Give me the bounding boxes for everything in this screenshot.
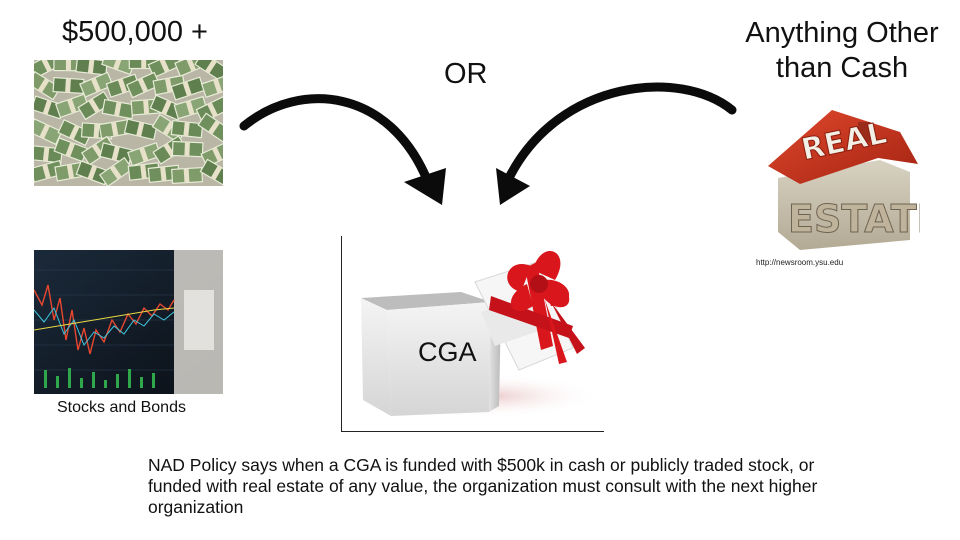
- cash-image: [34, 60, 223, 186]
- left-curved-arrow: [239, 94, 446, 205]
- stocks-and-bonds-label: Stocks and Bonds: [57, 399, 186, 416]
- gift-box-image: [341, 236, 604, 432]
- right-curved-arrow: [496, 82, 737, 205]
- or-label: OR: [444, 58, 488, 90]
- real-estate-house-image: REAL ESTATE: [760, 100, 920, 252]
- other-than-cash-label: Anything Other than Cash: [745, 17, 939, 84]
- house-sign-line2: ESTATE: [788, 197, 920, 241]
- policy-text: NAD Policy says when a CGA is funded wit…: [148, 455, 818, 517]
- cash-amount-label: $500,000 +: [62, 16, 208, 48]
- cga-label: CGA: [418, 337, 477, 367]
- image-credit: http://newsroom.ysu.edu: [756, 258, 844, 267]
- stock-chart-image: [34, 250, 223, 394]
